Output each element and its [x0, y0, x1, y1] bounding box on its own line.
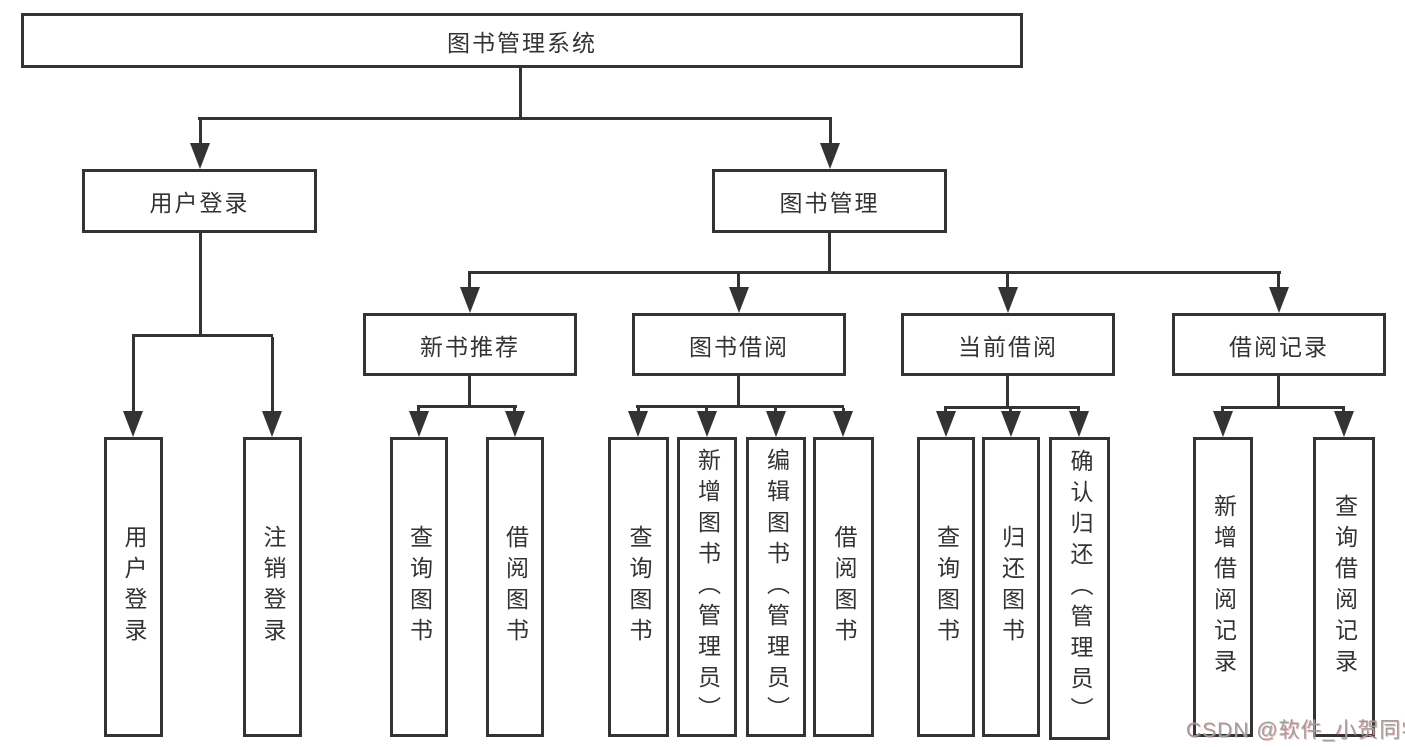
connector-line	[1006, 376, 1009, 409]
leaf-borrow-books-recommend-label: 借阅图书	[502, 525, 529, 649]
leaf-confirm-return-admin: 确认归还（管理员）	[1049, 437, 1110, 740]
connector-line	[519, 68, 522, 120]
leaf-user-login: 用户登录	[104, 437, 163, 737]
arrow-down-icon	[766, 411, 786, 437]
leaf-add-books-admin-label: 新增图书（管理员）	[694, 447, 721, 727]
node-book-management: 图书管理	[712, 169, 947, 233]
leaf-add-borrow-record: 新增借阅记录	[1193, 437, 1253, 737]
leaf-edit-books-admin-label: 编辑图书（管理员）	[763, 447, 790, 727]
connector-line	[774, 408, 777, 413]
arrow-down-icon	[1001, 411, 1021, 437]
arrow-down-icon	[262, 411, 282, 437]
watermark: CSDN @软件_小贺同学	[1186, 719, 1405, 742]
arrow-down-icon	[190, 143, 210, 169]
connector-line	[637, 408, 640, 413]
arrow-down-icon	[820, 143, 840, 169]
connector-line	[1277, 376, 1280, 409]
node-new-book-recommend: 新书推荐	[363, 313, 577, 376]
connector-line	[737, 376, 740, 408]
connector-line	[1277, 274, 1280, 288]
connector-line	[199, 233, 202, 336]
arrow-down-icon	[1334, 411, 1354, 437]
leaf-borrow-books-recommend: 借阅图书	[486, 437, 544, 737]
leaf-query-books-current-label: 查询图书	[933, 525, 960, 649]
arrow-down-icon	[628, 411, 648, 437]
arrow-down-icon	[729, 287, 749, 313]
leaf-user-login-label: 用户登录	[121, 525, 147, 649]
node-root: 图书管理系统	[21, 13, 1023, 68]
node-root-label: 图书管理系统	[447, 29, 597, 56]
arrow-down-icon	[1069, 411, 1089, 437]
leaf-query-borrow-record: 查询借阅记录	[1313, 437, 1375, 737]
node-book-borrow-label: 图书借阅	[689, 333, 789, 360]
connector-line	[737, 274, 740, 288]
arrow-down-icon	[505, 411, 525, 437]
connector-line	[944, 406, 1080, 409]
connector-line	[198, 117, 832, 120]
connector-line	[1221, 406, 1345, 409]
leaf-borrow-books: 借阅图书	[813, 437, 874, 737]
leaf-query-books-borrow: 查询图书	[608, 437, 669, 737]
arrow-down-icon	[123, 411, 143, 437]
leaf-query-books-recommend-label: 查询图书	[406, 525, 433, 649]
connector-line	[132, 334, 273, 337]
node-user-login: 用户登录	[82, 169, 317, 233]
node-current-borrow: 当前借阅	[901, 313, 1115, 376]
node-book-management-label: 图书管理	[779, 190, 880, 216]
arrow-down-icon	[833, 411, 853, 437]
leaf-query-books-recommend: 查询图书	[390, 437, 448, 737]
leaf-confirm-return-admin-label: 确认归还（管理员）	[1067, 449, 1093, 728]
node-borrow-record-label: 借阅记录	[1229, 333, 1329, 360]
leaf-edit-books-admin: 编辑图书（管理员）	[746, 437, 806, 737]
connector-line	[1006, 274, 1009, 288]
connector-line	[468, 271, 1281, 274]
connector-line	[842, 408, 845, 413]
arrow-down-icon	[697, 411, 717, 437]
leaf-query-books-current: 查询图书	[917, 437, 975, 737]
connector-line	[828, 233, 831, 274]
connector-line	[271, 337, 274, 411]
leaf-add-books-admin: 新增图书（管理员）	[677, 437, 737, 737]
connector-line	[468, 274, 471, 288]
leaf-return-books: 归还图书	[982, 437, 1040, 737]
arrow-down-icon	[409, 411, 429, 437]
leaf-add-borrow-record-label: 新增借阅记录	[1210, 494, 1237, 680]
leaf-borrow-books-label: 借阅图书	[831, 525, 857, 649]
leaf-return-books-label: 归还图书	[998, 525, 1025, 649]
connector-line	[829, 120, 832, 144]
node-user-login-label: 用户登录	[149, 190, 250, 216]
arrow-down-icon	[936, 411, 956, 437]
connector-line	[468, 376, 471, 408]
node-new-book-recommend-label: 新书推荐	[420, 333, 520, 360]
arrow-down-icon	[1269, 287, 1289, 313]
leaf-query-books-borrow-label: 查询图书	[626, 525, 652, 649]
connector-line	[417, 408, 420, 413]
connector-line	[705, 408, 708, 413]
connector-line	[417, 405, 517, 408]
node-borrow-record: 借阅记录	[1172, 313, 1386, 376]
node-book-borrow: 图书借阅	[632, 313, 846, 376]
connector-line	[636, 405, 844, 408]
leaf-logout: 注销登录	[243, 437, 302, 737]
arrow-down-icon	[998, 287, 1018, 313]
leaf-query-borrow-record-label: 查询借阅记录	[1331, 494, 1358, 680]
connector-line	[132, 337, 135, 411]
leaf-logout-label: 注销登录	[260, 525, 286, 649]
node-current-borrow-label: 当前借阅	[958, 333, 1058, 360]
connector-line	[513, 408, 516, 413]
arrow-down-icon	[1213, 411, 1233, 437]
connector-line	[199, 120, 202, 144]
arrow-down-icon	[460, 287, 480, 313]
